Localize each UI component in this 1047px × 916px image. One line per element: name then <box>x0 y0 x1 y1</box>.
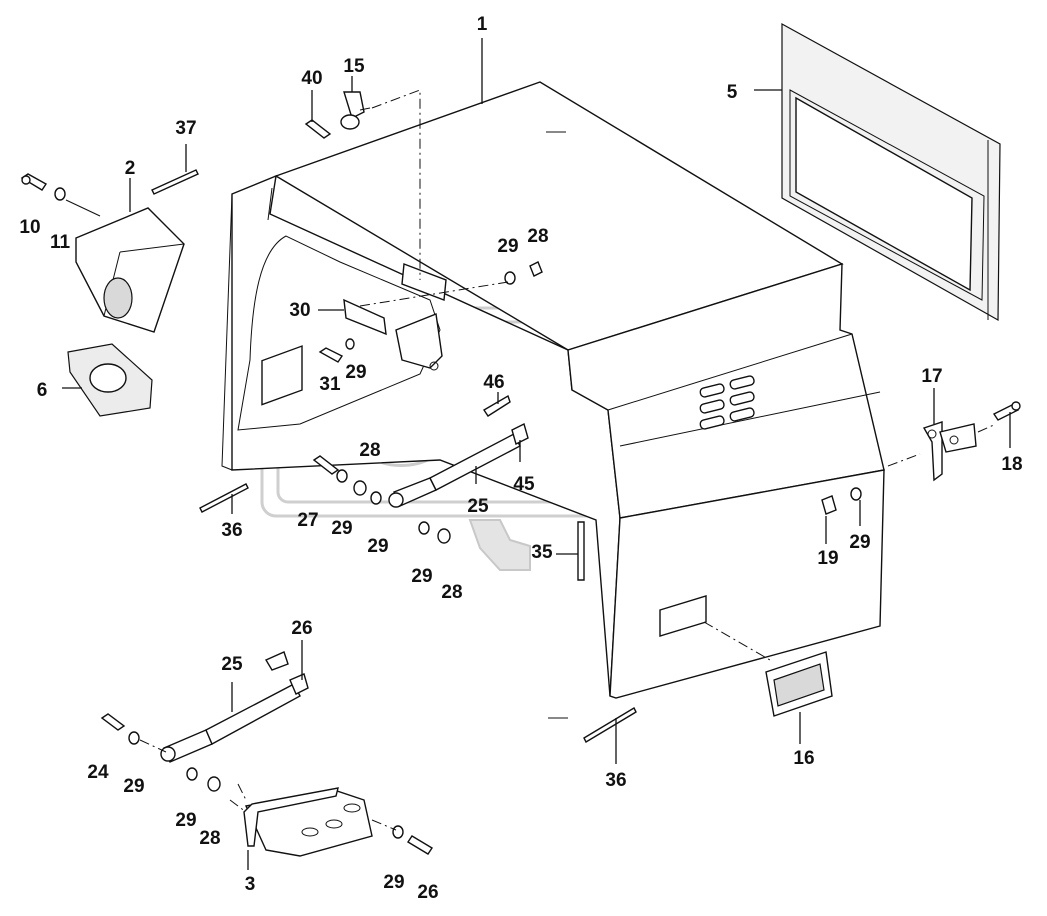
callout-6: 6 <box>37 380 48 401</box>
strips <box>151 169 637 743</box>
callout-2: 2 <box>125 158 136 179</box>
pin-40 <box>304 119 332 139</box>
callout-29-mid-a: 29 <box>331 518 352 539</box>
callout-29-mid-c: 29 <box>411 566 432 587</box>
leader-lines <box>62 38 1011 870</box>
callout-29-bottom: 29 <box>383 872 404 893</box>
callout-10: 10 <box>19 217 40 238</box>
callout-29-mid-b: 29 <box>367 536 388 557</box>
latch-block-17 <box>922 421 977 482</box>
callout-46: 46 <box>483 372 504 393</box>
hinge-30 <box>343 298 443 371</box>
callout-28-bottom: 28 <box>199 828 220 849</box>
cover-bracket-2 <box>75 207 185 333</box>
hood-cover <box>221 81 885 719</box>
bracket-3 <box>229 787 373 857</box>
callout-24: 24 <box>87 762 109 783</box>
screen-panel-5 <box>781 22 1001 322</box>
callout-29-lower-a: 29 <box>123 776 144 797</box>
callout-26-lower: 26 <box>291 618 312 639</box>
callout-29-top: 29 <box>497 236 518 257</box>
callout-5: 5 <box>727 82 738 103</box>
callout-25-lower: 25 <box>221 654 243 675</box>
block-6 <box>67 343 153 417</box>
callout-29-lower-b: 29 <box>175 810 196 831</box>
callout-26-bottom: 26 <box>417 882 438 903</box>
callout-36-right: 36 <box>605 770 626 791</box>
callout-29-right: 29 <box>849 532 870 553</box>
callout-45: 45 <box>513 474 535 495</box>
callout-18: 18 <box>1001 454 1022 475</box>
callout-17: 17 <box>921 366 942 387</box>
callout-28-right: 28 <box>441 582 462 603</box>
callout-25-upper: 25 <box>467 496 489 517</box>
callout-28-mid: 28 <box>359 440 380 461</box>
callout-labels: 1 2 3 5 6 10 11 15 16 17 18 19 24 25 25 … <box>19 14 1022 903</box>
callout-3: 3 <box>245 874 256 895</box>
callout-27: 27 <box>297 510 318 531</box>
callout-11: 11 <box>50 232 71 253</box>
callout-30: 30 <box>289 300 310 321</box>
callout-16: 16 <box>793 748 814 769</box>
callout-1: 1 <box>477 14 488 35</box>
callout-37: 37 <box>175 118 196 139</box>
callout-28-top: 28 <box>527 226 548 247</box>
gas-strut-lower <box>160 651 309 763</box>
handle-16 <box>765 651 833 717</box>
callout-35: 35 <box>531 542 553 563</box>
callout-40: 40 <box>301 68 322 89</box>
callout-36-left: 36 <box>221 520 242 541</box>
callout-29-hinge: 29 <box>345 362 366 383</box>
callout-19: 19 <box>817 548 838 569</box>
callout-15: 15 <box>343 56 365 77</box>
callout-31: 31 <box>319 374 341 395</box>
fasteners <box>20 173 1021 855</box>
latch-15 <box>340 91 371 130</box>
